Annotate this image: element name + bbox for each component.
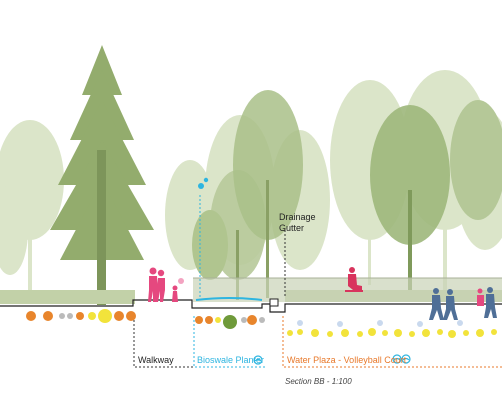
midground-trees [192,90,502,300]
walkway-label: Walkway [138,355,174,365]
people-walkway [148,267,184,302]
water-drop-icon [198,177,209,189]
soil-dots-walkway [26,309,136,323]
section-title: Section BB - 1:100 [285,377,352,386]
leader-lines [133,195,502,368]
bioswale-label: Bioswale Planter [197,355,265,365]
plaza-blue-dots [297,320,463,327]
water-plaza-label: Water Plaza - Volleyball Court [287,355,407,365]
players-court [429,287,497,320]
wave-icon [253,354,411,365]
soil-dots-plaza [287,328,497,338]
bioswale-water [195,297,263,301]
pine-tree [50,45,154,305]
soil-dots-bioswale [195,315,265,329]
drainage-gutter-label: Drainage Gutter [279,212,316,233]
ground-line [0,299,502,313]
person-bench [345,267,363,292]
